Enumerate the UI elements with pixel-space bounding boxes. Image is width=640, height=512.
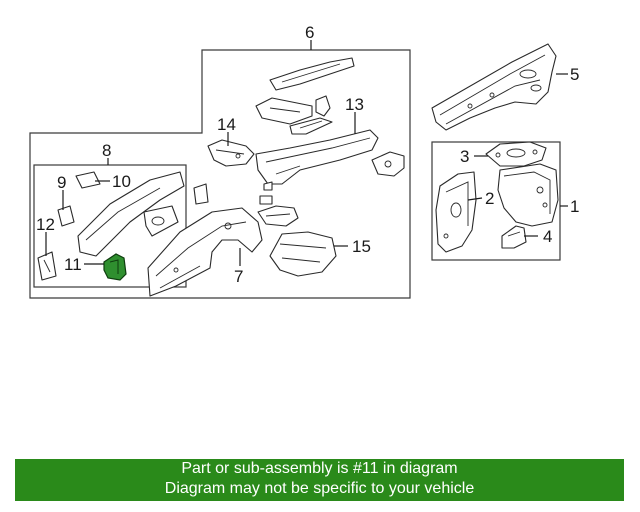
parts-diagram: 6 8 5 1 3 2 4 13 14 15 7 10 9 12 11 bbox=[29, 23, 579, 299]
callout-2: 2 bbox=[485, 189, 494, 208]
callout-7: 7 bbox=[234, 267, 243, 286]
group-frame-6 bbox=[29, 49, 411, 299]
callout-5: 5 bbox=[570, 65, 579, 84]
part-7-inner-fender bbox=[147, 207, 263, 297]
part-3-strut-cap bbox=[485, 141, 547, 167]
part-5-rail bbox=[431, 43, 557, 131]
info-banner: Part or sub-assembly is #11 in diagram D… bbox=[15, 459, 624, 501]
part-13-rail bbox=[255, 129, 379, 185]
part-8-rail-assembly bbox=[77, 171, 209, 257]
leader-lines bbox=[45, 40, 568, 266]
part-clips-middle bbox=[257, 181, 299, 227]
part-15-lower-panel bbox=[269, 231, 337, 277]
callout-13: 13 bbox=[345, 95, 364, 114]
callout-4: 4 bbox=[543, 227, 552, 246]
callout-1: 1 bbox=[570, 197, 579, 216]
part-bracket-right bbox=[371, 151, 405, 177]
callout-9: 9 bbox=[57, 173, 66, 192]
part-10-bracket bbox=[75, 171, 101, 189]
part-1-strut-tower bbox=[497, 163, 559, 227]
callout-6: 6 bbox=[305, 23, 314, 42]
part-2-wheelhouse bbox=[435, 171, 477, 253]
group-frame-1 bbox=[431, 141, 561, 261]
callout-15: 15 bbox=[352, 237, 371, 256]
callout-3: 3 bbox=[460, 147, 469, 166]
banner-line-1: Part or sub-assembly is #11 in diagram bbox=[181, 460, 458, 477]
group-frame-8 bbox=[33, 164, 187, 288]
callout-labels: 6 8 5 1 3 2 4 13 14 15 7 10 9 12 11 bbox=[36, 23, 579, 286]
part-6-rail-pieces bbox=[255, 57, 355, 135]
callout-14: 14 bbox=[217, 115, 236, 134]
callout-10: 10 bbox=[112, 172, 131, 191]
part-9-bracket bbox=[57, 205, 75, 227]
part-11-highlighted[interactable] bbox=[103, 253, 127, 281]
part-4-bracket bbox=[501, 225, 527, 249]
banner-line-2: Diagram may not be specific to your vehi… bbox=[164, 480, 475, 497]
callout-8: 8 bbox=[102, 141, 111, 160]
callout-11: 11 bbox=[64, 255, 82, 274]
part-14-bracket bbox=[207, 139, 255, 167]
callout-12: 12 bbox=[36, 215, 55, 234]
part-12-bracket bbox=[37, 251, 57, 281]
